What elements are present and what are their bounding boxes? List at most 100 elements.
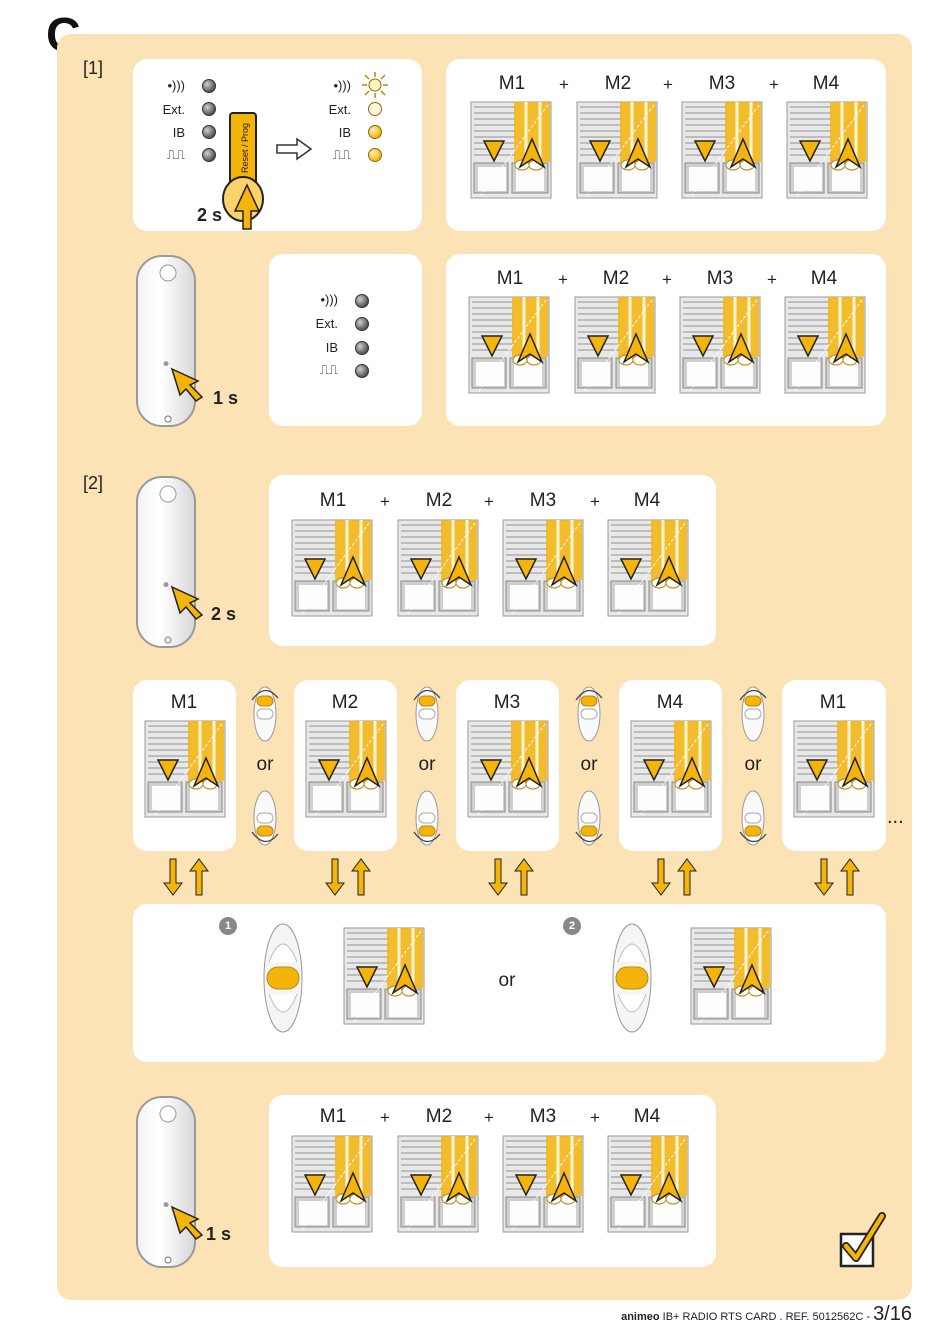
led-pulse-off xyxy=(355,364,369,378)
motor-card-m4: M4 xyxy=(619,680,722,851)
page-footer: animeo IB+ RADIO RTS CARD . REF. 5012562… xyxy=(621,1303,912,1326)
plus-sign: + xyxy=(380,1108,390,1127)
window-shutter-icon xyxy=(681,101,763,199)
window-shutter-icon xyxy=(502,519,584,617)
motors-panel-1: M1 + M2 + M3 + M4 xyxy=(446,59,886,231)
led-pulse-on xyxy=(368,148,382,162)
window-shutter-icon xyxy=(793,720,875,818)
plus-sign: + xyxy=(769,75,779,94)
window-shutter-icon xyxy=(468,296,550,394)
or-label: or xyxy=(580,754,598,775)
led-radio-off xyxy=(355,294,369,308)
motor-label-m3: M3 xyxy=(529,1106,557,1127)
led-label-pulse: ⎍⎍ xyxy=(319,362,338,377)
window-shutter-icon xyxy=(607,1135,689,1233)
motor-label-m4: M4 xyxy=(633,1106,661,1127)
choice-number-2: 2 xyxy=(563,917,581,935)
remote-control-icon[interactable] xyxy=(136,1096,196,1268)
window-shutter-icon xyxy=(291,1135,373,1233)
plus-sign: + xyxy=(767,270,777,289)
window-shutter-icon xyxy=(607,519,689,617)
window-shutter-icon xyxy=(690,926,772,1026)
plus-sign: + xyxy=(590,492,600,511)
window-shutter-icon xyxy=(630,720,712,818)
remote-control-icon[interactable] xyxy=(136,255,196,427)
down-button-rocker-icon[interactable] xyxy=(574,788,604,848)
motor-label-m3: M3 xyxy=(529,490,557,511)
plus-sign: + xyxy=(558,270,568,289)
motors-panel-3: M1 + M2 + M3 + M4 xyxy=(269,475,716,646)
led-label-ib: IB xyxy=(172,125,185,140)
page-number: 3/16 xyxy=(873,1303,912,1325)
window-shutter-icon xyxy=(784,296,866,394)
motor-label-m3: M3 xyxy=(708,73,736,94)
motor-card-m1: M1 xyxy=(133,680,236,851)
rocker-stop-button-icon[interactable] xyxy=(261,922,305,1034)
rocker-stop-button-icon[interactable] xyxy=(610,922,654,1034)
plus-sign: + xyxy=(590,1108,600,1127)
press-arrow-icon xyxy=(170,367,204,402)
motor-label-m4: M4 xyxy=(810,268,838,289)
motor-label-m1: M1 xyxy=(319,1106,347,1127)
down-button-rocker-icon[interactable] xyxy=(738,788,768,848)
motor-label-m3: M3 xyxy=(706,268,734,289)
up-down-arrows-icon xyxy=(325,857,375,897)
footer-brand: animeo xyxy=(621,1311,660,1323)
window-shutter-icon xyxy=(574,296,656,394)
led-label-radio: •))) xyxy=(167,78,185,93)
remote-control-icon[interactable] xyxy=(136,476,196,648)
reset-prog-button-icon[interactable]: Reset / Prog xyxy=(215,107,275,232)
down-button-rocker-icon[interactable] xyxy=(250,788,280,848)
up-button-rocker-icon[interactable] xyxy=(574,684,604,744)
motor-card-m3: M3 xyxy=(456,680,559,851)
led-ext-off xyxy=(355,317,369,331)
window-shutter-icon xyxy=(679,296,761,394)
plus-sign: + xyxy=(559,75,569,94)
led-ib-off xyxy=(202,125,216,139)
window-shutter-icon xyxy=(397,1135,479,1233)
up-button-rocker-icon[interactable] xyxy=(412,684,442,744)
down-button-rocker-icon[interactable] xyxy=(412,788,442,848)
motor-label-m4: M4 xyxy=(656,692,684,713)
up-down-arrows-icon xyxy=(488,857,538,897)
duration-2s-reset: 2 s xyxy=(197,205,223,225)
motor-label-m4: M4 xyxy=(633,490,661,511)
led-label-ext: Ext. xyxy=(162,102,185,117)
motors-panel-4: M1 + M2 + M3 + M4 xyxy=(269,1095,716,1267)
motor-label-m1: M1 xyxy=(496,268,524,289)
led-label-pulse: ⎍⎍ xyxy=(166,147,185,162)
led-label-radio-after: •))) xyxy=(333,78,351,93)
motor-label-m1: M1 xyxy=(498,73,526,94)
motor-label-m2: M2 xyxy=(331,692,359,713)
led-label-ib-after: IB xyxy=(338,125,351,140)
plus-sign: + xyxy=(663,75,673,94)
or-label: or xyxy=(418,754,436,775)
choice-panel: 1 or 2 xyxy=(133,904,886,1062)
press-arrow-icon xyxy=(170,585,204,620)
led-ext-off xyxy=(202,102,216,116)
motor-label-m4: M4 xyxy=(812,73,840,94)
window-shutter-icon xyxy=(470,101,552,199)
up-button-rocker-icon[interactable] xyxy=(250,684,280,744)
led-label-ext-after: Ext. xyxy=(328,102,351,117)
window-shutter-icon xyxy=(144,720,226,818)
arrow-right-icon xyxy=(276,137,313,161)
continuation-ellipsis: ... xyxy=(887,806,904,828)
led-ib-on xyxy=(368,125,382,139)
up-button-rocker-icon[interactable] xyxy=(738,684,768,744)
led-label-ext: Ext. xyxy=(315,316,338,331)
window-shutter-icon xyxy=(786,101,868,199)
window-shutter-icon xyxy=(291,519,373,617)
led-pulse-off xyxy=(202,148,216,162)
press-arrow-icon xyxy=(170,1205,204,1240)
plus-sign: + xyxy=(484,1108,494,1127)
window-shutter-icon xyxy=(576,101,658,199)
motor-label-m2: M2 xyxy=(602,268,630,289)
motors-panel-2: M1 + M2 + M3 + M4 xyxy=(446,254,886,426)
plus-sign: + xyxy=(484,492,494,511)
up-down-arrows-icon xyxy=(163,857,213,897)
led-label-pulse-after: ⎍⎍ xyxy=(332,147,351,162)
up-down-arrows-icon xyxy=(814,857,864,897)
motor-label-m3: M3 xyxy=(493,692,521,713)
motor-label-m2: M2 xyxy=(425,490,453,511)
